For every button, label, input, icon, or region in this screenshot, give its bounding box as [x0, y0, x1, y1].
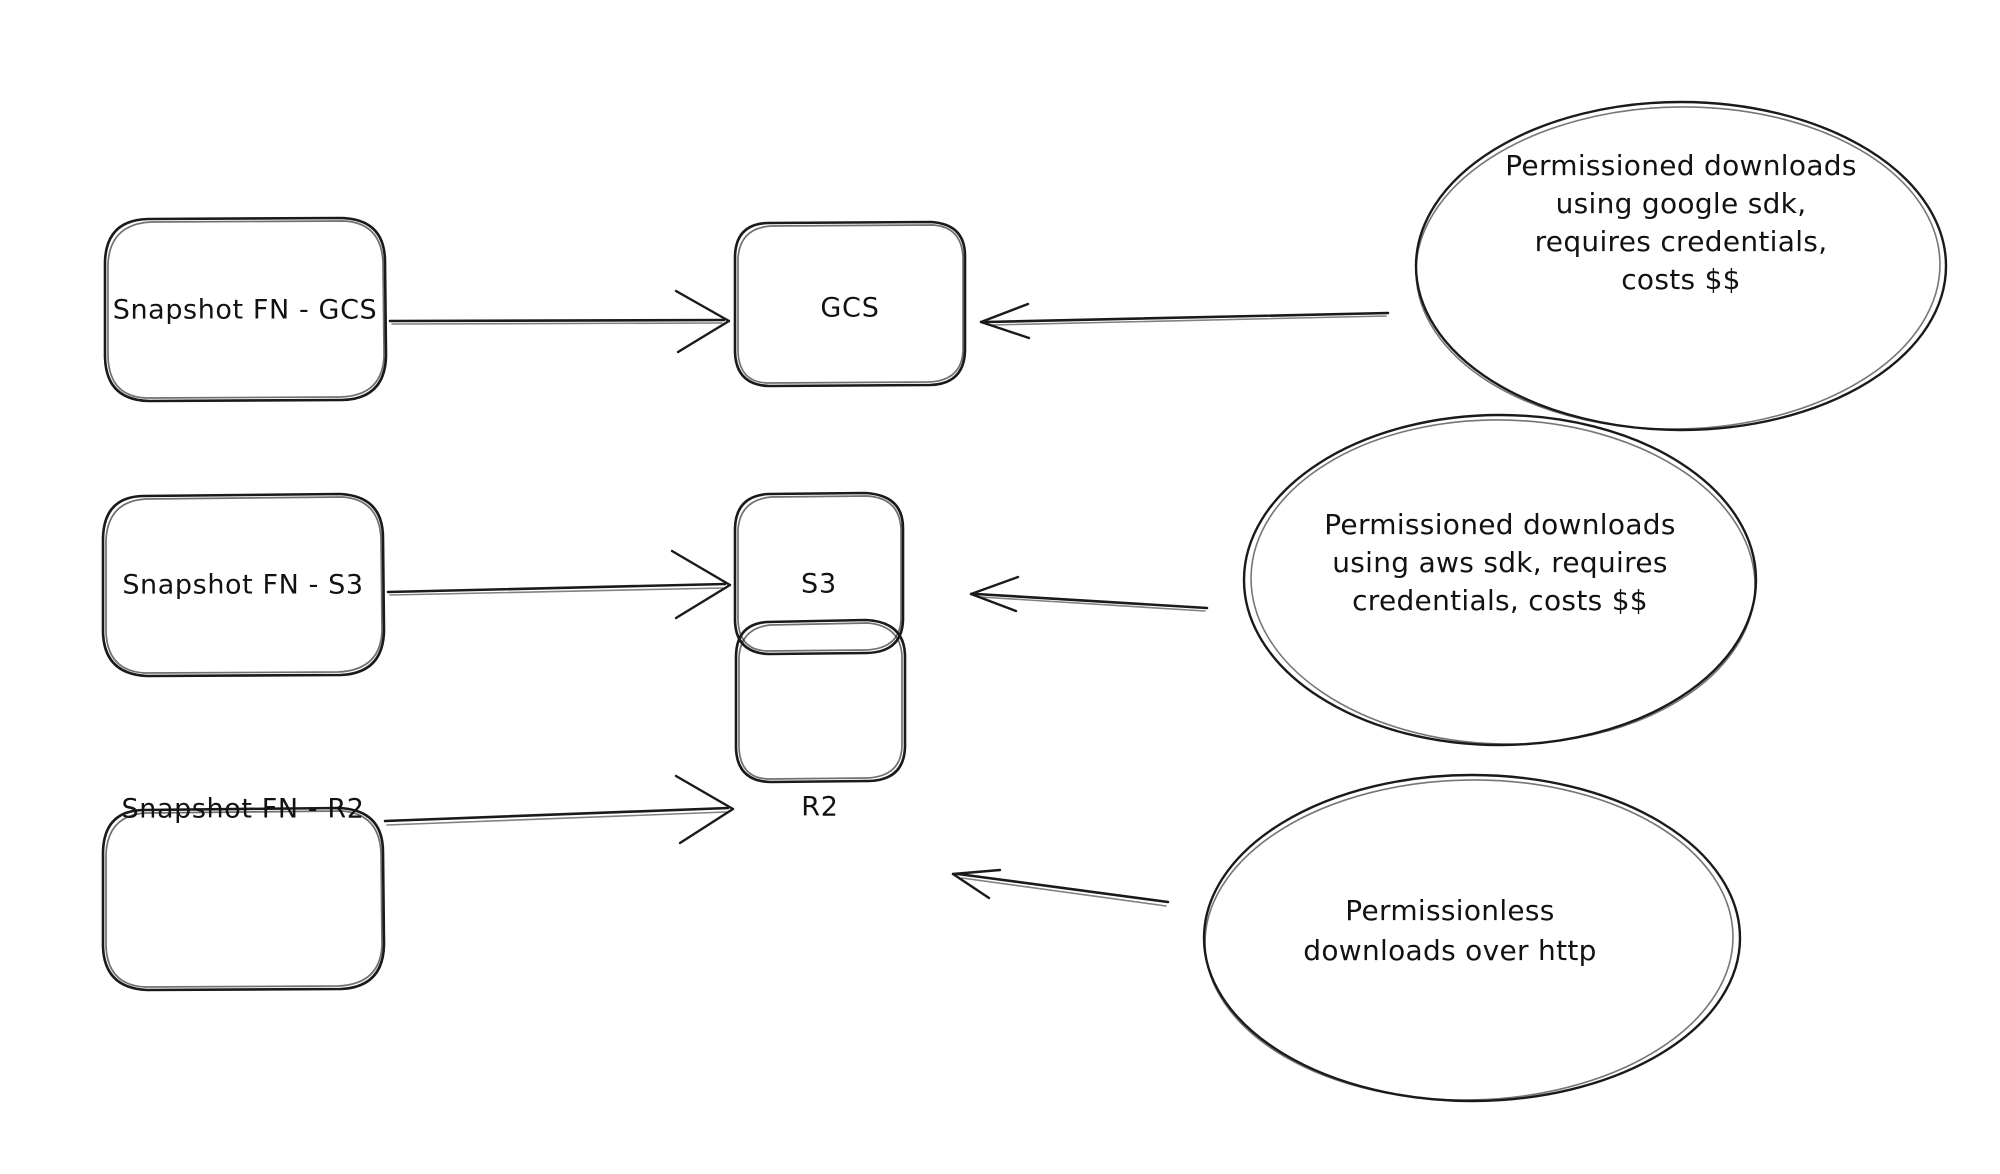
note-gcs-line-4: costs $$	[1621, 263, 1741, 296]
note-s3-line-1: Permissioned downloads	[1324, 508, 1676, 541]
node-store-gcs[interactable]: GCS	[733, 220, 967, 388]
row-r2: Snapshot FN - R2 R2	[101, 618, 1742, 1105]
row-s3: Snapshot FN - S3 S3	[101, 413, 1759, 750]
note-s3-line-3: credentials, costs $$	[1352, 584, 1648, 617]
row-gcs: Snapshot FN - GCS GCS	[103, 100, 1948, 435]
node-snapshot-fn-s3[interactable]: Snapshot FN - S3	[101, 492, 386, 678]
edge-snapshot-fn-r2-to-r2	[383, 774, 735, 845]
note-r2-line-1: Permissionless	[1345, 894, 1554, 927]
node-snapshot-fn-gcs[interactable]: Snapshot FN - GCS	[103, 216, 388, 403]
note-s3-line-2: using aws sdk, requires	[1332, 546, 1668, 579]
edge-note-gcs-to-store	[979, 302, 1390, 340]
note-gcs-line-1: Permissioned downloads	[1505, 149, 1857, 182]
node-store-s3-label: S3	[801, 569, 837, 600]
edge-note-r2-to-store	[951, 868, 1170, 907]
node-snapshot-fn-r2-label: Snapshot FN - R2	[122, 794, 365, 825]
node-store-r2[interactable]: R2	[734, 618, 907, 823]
edge-snapshot-fn-s3-to-s3	[386, 549, 732, 620]
note-gcs-line-3: requires credentials,	[1535, 225, 1828, 258]
node-snapshot-fn-gcs-label: Snapshot FN - GCS	[113, 295, 378, 326]
node-snapshot-fn-r2[interactable]: Snapshot FN - R2	[101, 794, 386, 992]
note-s3[interactable]: Permissioned downloads using aws sdk, re…	[1242, 413, 1759, 750]
note-gcs[interactable]: Permissioned downloads using google sdk,…	[1413, 100, 1948, 435]
node-snapshot-fn-s3-label: Snapshot FN - S3	[122, 570, 363, 601]
node-store-gcs-label: GCS	[820, 293, 879, 324]
note-r2[interactable]: Permissionless downloads over http	[1202, 773, 1742, 1105]
edge-note-s3-to-store	[969, 575, 1209, 613]
note-r2-line-2: downloads over http	[1303, 934, 1596, 967]
node-store-r2-label: R2	[801, 792, 839, 823]
edge-snapshot-fn-gcs-to-gcs	[388, 289, 731, 354]
note-gcs-line-2: using google sdk,	[1556, 187, 1807, 220]
node-store-s3[interactable]: S3	[733, 491, 905, 656]
